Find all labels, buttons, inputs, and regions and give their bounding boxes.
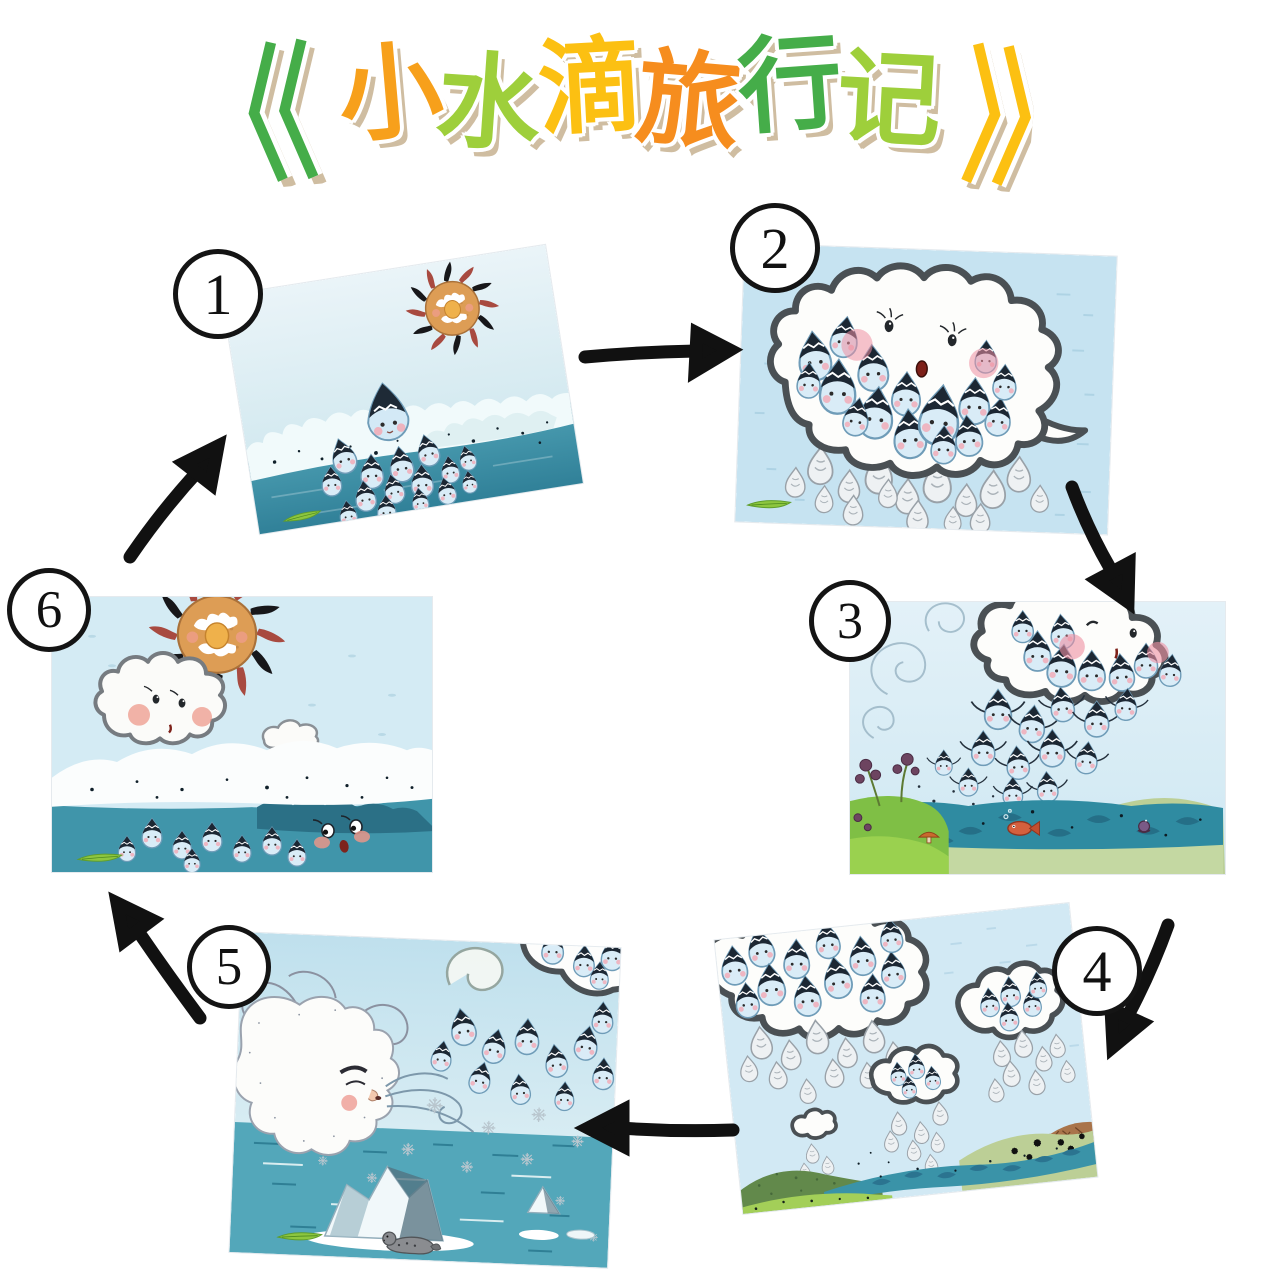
step-3-number-badge: 3 [809, 580, 891, 662]
grass-marks [754, 1196, 870, 1211]
river-waves [872, 1149, 1081, 1186]
mushroom [917, 831, 941, 844]
arrow-1-to-2 [578, 322, 744, 383]
step-4-number: 4 [1082, 938, 1112, 1004]
step-2-illustration [735, 243, 1117, 535]
step-4-number-badge: 4 [1052, 926, 1142, 1016]
title-char-6: 记 [834, 35, 945, 163]
cloud-face [1059, 620, 1169, 664]
cloud-face [841, 307, 999, 379]
arrow-6-to-1 [123, 434, 227, 564]
step-5-illustration [229, 932, 621, 1268]
step-1-number: 1 [203, 261, 233, 327]
cloud-character [767, 262, 1089, 479]
rain-cloud-character [970, 602, 1183, 705]
step-1-illustration [222, 244, 583, 535]
rain-specks [908, 785, 995, 808]
left-bank-grass [850, 836, 949, 874]
step-3-illustration [850, 602, 1225, 874]
wind-spirit [232, 970, 409, 1156]
title-char-2: 水 [432, 38, 545, 168]
step-6-illustration [52, 597, 432, 872]
center-rain-cloud [869, 1043, 960, 1179]
snow-cloud-corner [519, 932, 621, 997]
foam-cloud-bank [52, 740, 432, 807]
title-char-4: 旅 [631, 35, 746, 167]
snail [1137, 819, 1151, 833]
purple-flowers [853, 753, 920, 832]
sky-speckles [88, 634, 396, 736]
wave-foam-inner [423, 410, 557, 449]
step-1-number-badge: 1 [173, 249, 263, 339]
pond-bank-bottom [859, 842, 1224, 874]
spirit-speckles [248, 1009, 384, 1142]
river-speckles [857, 1147, 1058, 1178]
right-book-bracket-icon [939, 34, 1040, 198]
fish [1003, 808, 1040, 837]
step-5-number-badge: 5 [187, 925, 271, 1009]
swirl-cloud [445, 946, 504, 992]
step-4-illustration [714, 903, 1098, 1214]
step-2-number-badge: 2 [730, 203, 820, 293]
sea-speckles [272, 421, 549, 474]
title-char-1: 小 [333, 27, 448, 159]
wind-swirls [862, 602, 966, 739]
poster-title: 小 水 滴 旅 行 记 [243, 20, 1039, 195]
river [823, 1140, 1098, 1204]
tiny-cloud [790, 1107, 838, 1180]
step-5-number: 5 [215, 938, 243, 996]
grass-strip [738, 1193, 893, 1214]
step-6-number: 6 [35, 581, 63, 639]
step-3-number: 3 [837, 592, 863, 650]
step-6-number-badge: 6 [7, 568, 91, 652]
step-2-number: 2 [760, 215, 790, 281]
title-char-5: 行 [733, 20, 847, 150]
seal [382, 1231, 442, 1255]
cloud-character [93, 651, 228, 746]
water-face [312, 815, 370, 853]
title-char-3: 滴 [534, 23, 646, 151]
big-water-drop-character [367, 382, 410, 442]
foam-speckles [90, 776, 414, 799]
left-book-bracket-icon [240, 30, 341, 194]
